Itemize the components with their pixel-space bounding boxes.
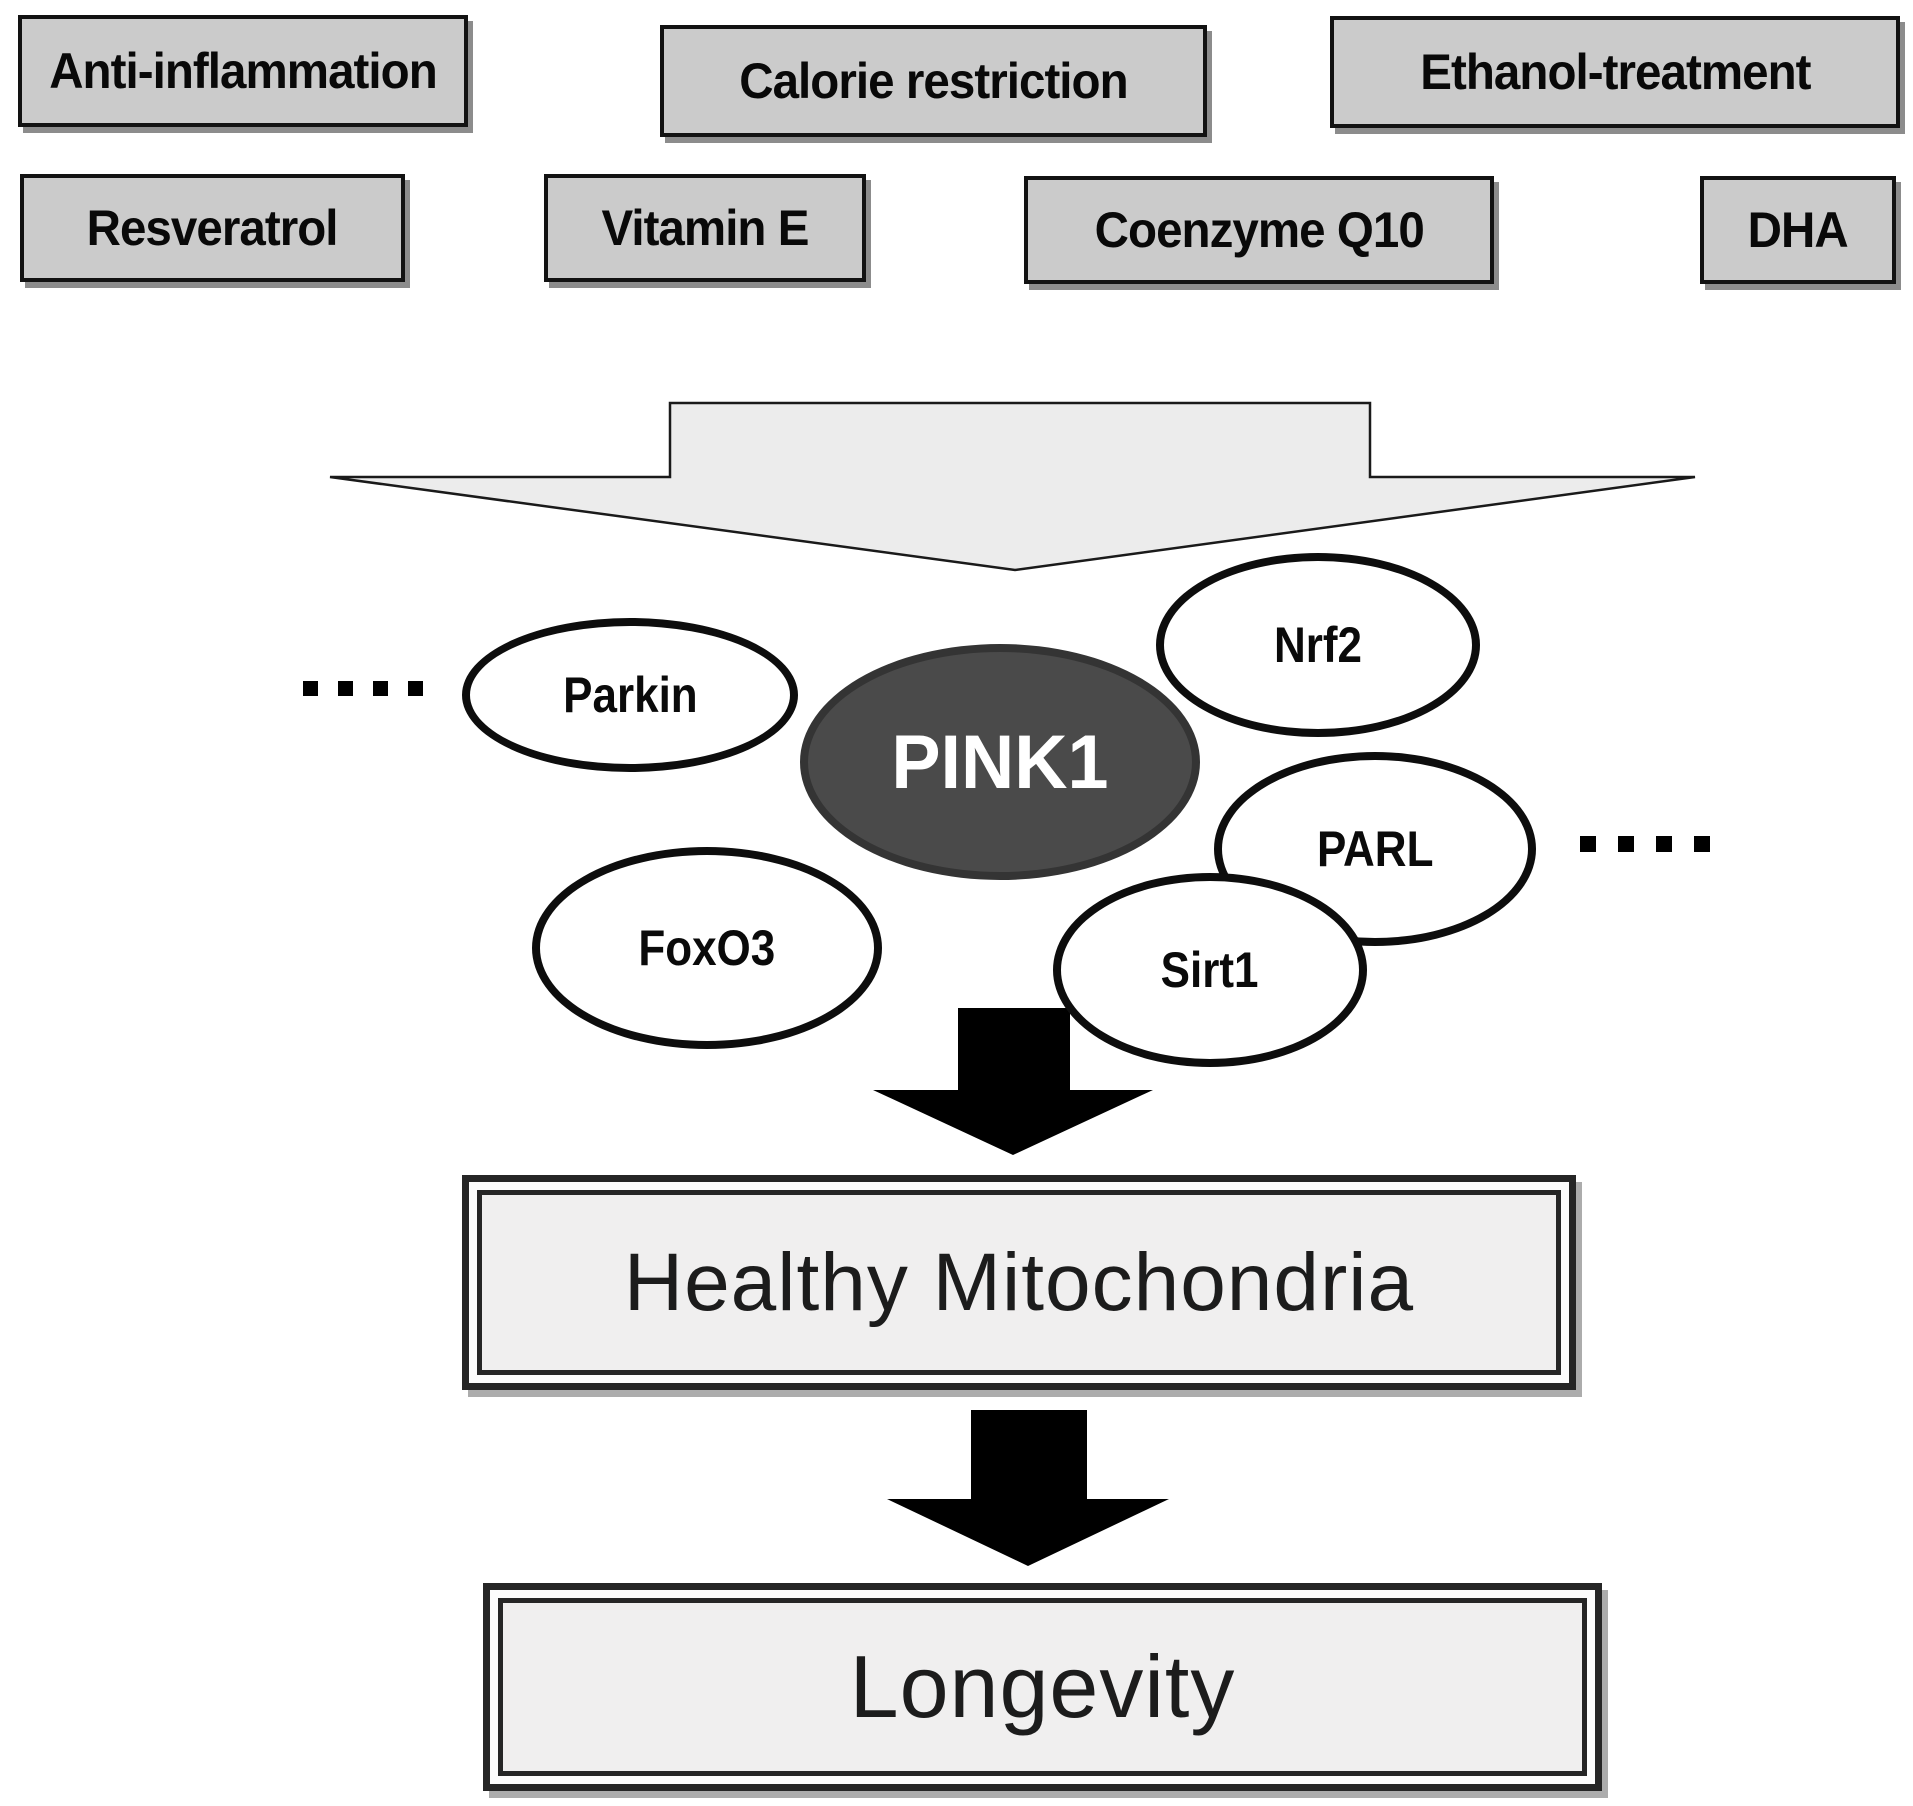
intervention-label: Coenzyme Q10 [1094,202,1424,258]
dot-icon [1694,836,1710,852]
partner-ellipse-parl: PARL [1214,752,1536,946]
outcome-box-healthy-mitochondria: Healthy Mitochondria [462,1175,1576,1390]
intervention-box-anti-inflammation: Anti-inflammation [18,15,468,127]
intervention-box-vitamin-e: Vitamin E [544,174,866,282]
dot-icon [338,681,353,696]
outcome-box-inner: Healthy Mitochondria [477,1190,1561,1375]
intervention-box-coenzyme-q10: Coenzyme Q10 [1024,176,1494,284]
intervention-box-calorie-restriction: Calorie restriction [660,25,1207,137]
dot-icon [373,681,388,696]
intervention-box-dha: DHA [1700,176,1896,284]
dot-icon [1656,836,1672,852]
partner-ellipse-parkin: Parkin [462,618,798,772]
partner-ellipse-sirt1: Sirt1 [1053,873,1367,1067]
outcome-box-inner: Longevity [498,1598,1587,1776]
partner-label: Nrf2 [1273,617,1363,673]
intervention-label: Resveratrol [87,200,339,256]
outcome-label: Healthy Mitochondria [623,1236,1415,1328]
partner-label: PARL [1316,821,1434,877]
ellipsis-dots-left [303,681,423,696]
intervention-box-ethanol-treatment: Ethanol-treatment [1330,16,1900,128]
intervention-label: Calorie restriction [739,53,1128,109]
partner-label: Parkin [562,667,698,723]
flow-arrow-to-mitochondria [873,1008,1153,1155]
partner-ellipse-nrf2: Nrf2 [1156,553,1480,737]
intervention-label: Ethanol-treatment [1419,44,1811,100]
outcome-box-longevity: Longevity [483,1583,1602,1791]
dot-icon [1618,836,1634,852]
flow-arrow-to-longevity [887,1410,1169,1566]
partner-label: Sirt1 [1161,942,1259,998]
partner-label: FoxO3 [638,920,776,976]
intervention-box-resveratrol: Resveratrol [20,174,405,282]
hub-label: PINK1 [891,719,1109,805]
dot-icon [408,681,423,696]
dot-icon [1580,836,1596,852]
outcome-label: Longevity [849,1637,1236,1736]
funnel-arrow-down [329,401,1696,572]
ellipsis-dots-right [1580,836,1710,852]
dot-icon [303,681,318,696]
intervention-label: DHA [1747,202,1849,258]
intervention-label: Anti-inflammation [49,43,438,99]
partner-ellipse-foxo3: FoxO3 [532,847,882,1049]
hub-ellipse-pink1: PINK1 [800,644,1200,880]
intervention-label: Vitamin E [601,200,809,256]
